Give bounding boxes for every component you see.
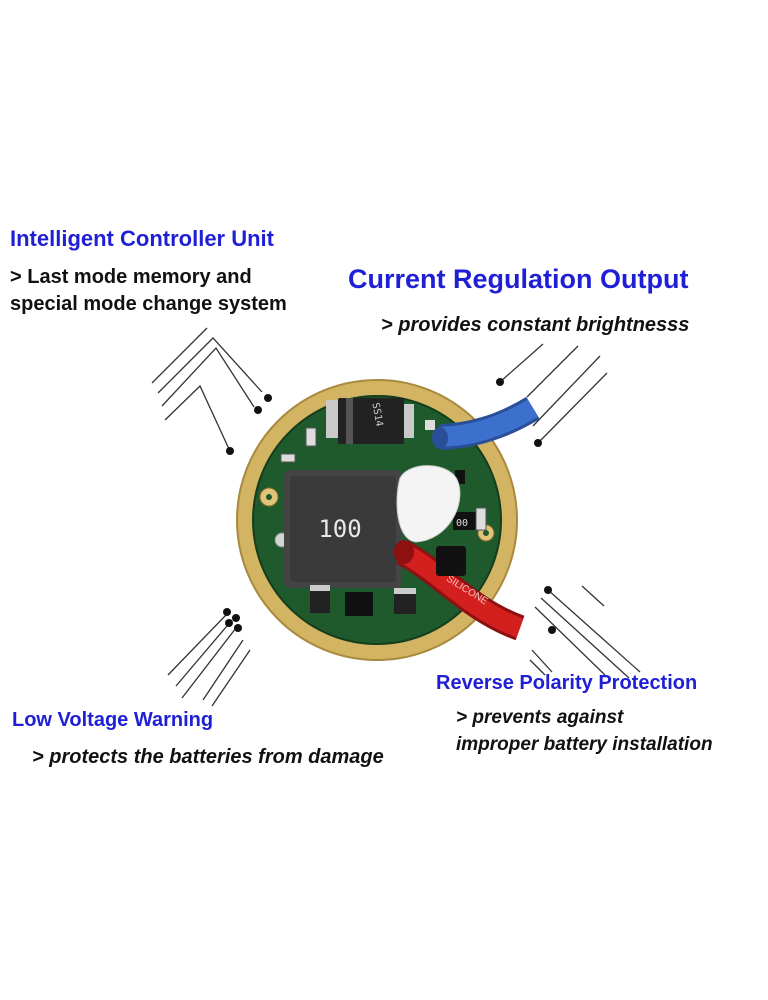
capacitor-marking: 00: [456, 518, 468, 529]
low-voltage-leader-dots: [223, 608, 242, 632]
driver-board: SS14 100 00: [236, 379, 540, 661]
low-voltage-title: Low Voltage Warning: [12, 709, 214, 731]
controller-desc-line2: special mode change system: [10, 293, 287, 315]
smd-component: [453, 512, 479, 530]
reverse-leader-dots: [544, 586, 556, 634]
smd-component: [425, 420, 435, 430]
transistor: [436, 546, 466, 576]
controller-leader-dots: [226, 394, 272, 455]
smd-component: [475, 507, 487, 531]
smd-component: [345, 592, 373, 616]
controller-leader-lines: [151, 327, 263, 450]
low-voltage-desc: > protects the batteries from damage: [32, 746, 384, 768]
reverse-title: Reverse Polarity Protection: [436, 672, 698, 694]
diode-marking: SS14: [369, 402, 384, 428]
controller-desc-line1: > Last mode memory and: [10, 266, 252, 288]
red-wire: SILICONE: [394, 540, 525, 641]
controller-title: Intelligent Controller Unit: [10, 226, 274, 251]
smd-component: [310, 585, 330, 613]
regulation-leader-lines: [499, 343, 608, 444]
glue-blob: [396, 465, 461, 543]
smd-component: [280, 453, 296, 463]
regulation-desc: > provides constant brightnesss: [381, 314, 690, 336]
smd-component: [455, 470, 465, 484]
smd-component: [305, 427, 317, 447]
diode-ss14: SS14: [326, 398, 414, 444]
inductor: 100: [284, 470, 402, 588]
smd-component: [394, 588, 416, 614]
inductor-marking: 100: [318, 515, 361, 543]
regulation-title: Current Regulation Output: [348, 264, 689, 294]
reverse-desc-line2: improper battery installation: [456, 734, 713, 755]
reverse-leader-lines: [529, 585, 641, 679]
reverse-desc-line1: > prevents against: [456, 707, 624, 728]
low-voltage-leader-lines: [167, 614, 251, 707]
regulation-leader-dots: [496, 378, 542, 447]
blue-wire: [432, 396, 540, 450]
